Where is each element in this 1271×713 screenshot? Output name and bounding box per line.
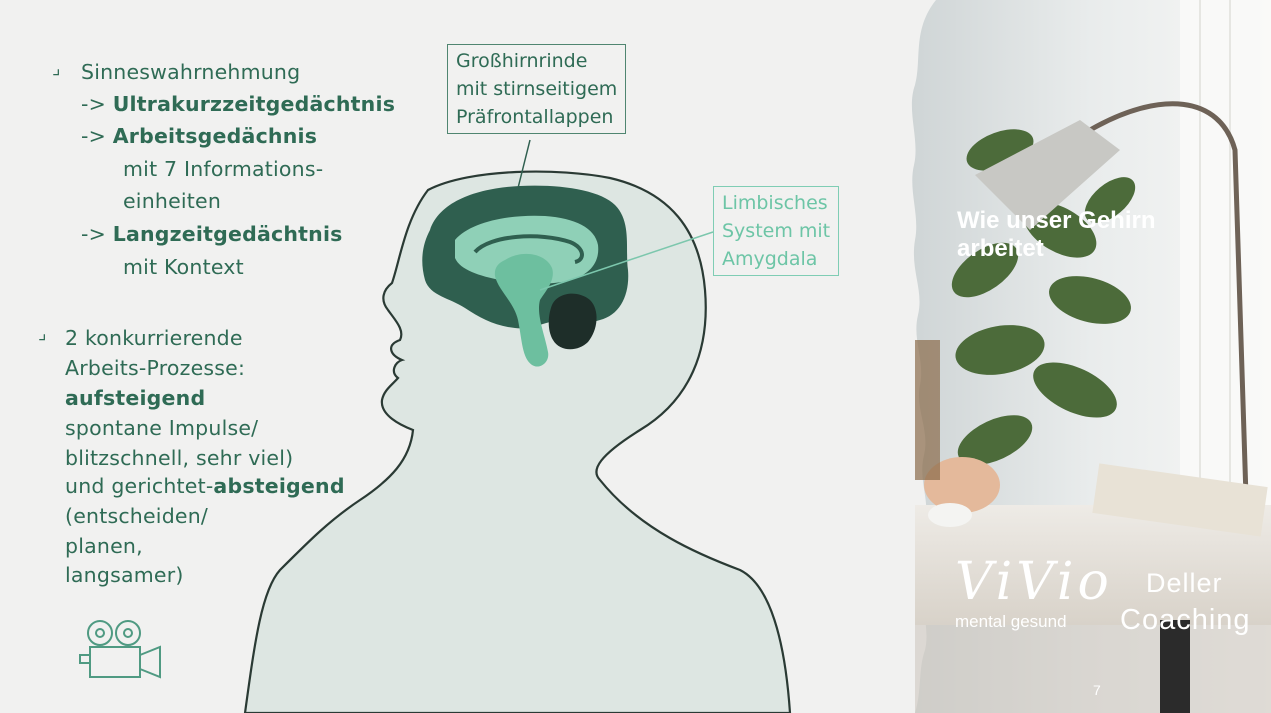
vivio-logo: ViVio [955,552,1113,612]
page-number: 7 [1093,682,1101,698]
slide-title: Wie unser Gehirn arbeitet [957,207,1156,263]
vivio-subtitle: mental gesund [955,612,1067,632]
slide-title-line-1: Wie unser Gehirn [957,207,1156,235]
deller-logo-text: Deller [1146,568,1223,599]
coaching-logo-text: Coaching [1120,604,1251,637]
slide-title-line-2: arbeitet [957,235,1156,263]
